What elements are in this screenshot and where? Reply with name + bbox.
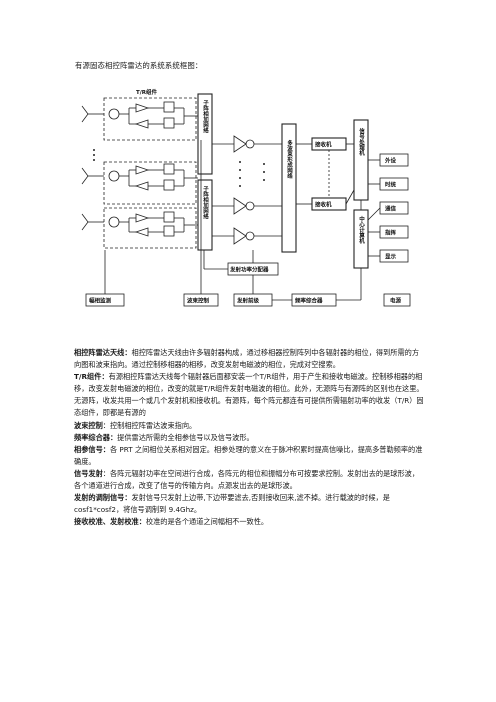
paragraph-text: 提供雷达所需的全相参信号以及信号波形。 — [117, 432, 254, 442]
paragraph: 频率综合器：提供雷达所需的全相参信号以及信号波形。 — [74, 432, 424, 444]
paragraph-text: 发射信号只发射上边带,下边带要滤去,否则接收回来,滤不掉。进行载波的时候，是 c… — [74, 493, 390, 515]
term: T/R组件： — [74, 372, 109, 382]
paragraph-text: ：控制相控阵雷达波束指向。 — [102, 420, 197, 430]
signal-processor-label: 信号处理机 — [358, 127, 366, 157]
term: 波束控制 — [74, 420, 103, 430]
term: 相控阵雷达天线： — [74, 348, 132, 357]
body-text: 相控阵雷达天线：相控阵雷达天线由许多辐射器构成，通过移相器控制阵列中各辐射器的相… — [74, 347, 424, 528]
page-title: 有源固态相控阵雷达的系统系统框图： — [75, 61, 203, 70]
freq-synth-label: 频率综合器 — [295, 297, 323, 305]
output-display-label: 显示 — [385, 253, 397, 261]
output-timing-label: 时统 — [385, 181, 397, 189]
paragraph-text: 相控阵雷达天线由许多辐射器构成，通过移相器控制阵列中各辐射器的相位，得到所需的方… — [74, 348, 420, 370]
paragraph-text: 校准的是各个通道之间幅相不一致性。 — [145, 517, 269, 527]
radar-block-diagram: T/R组件 子阵相加网络 子阵相加网络 多波束形成网络 接收机 接收机 信号处理… — [81, 88, 411, 307]
paragraph: T/R组件：有源相控阵雷达天线每个辐射器后面都安装一个T/R组件，用于产生和接收… — [74, 371, 424, 419]
central-computer-label: 中心计算机 — [358, 215, 366, 245]
term: 接收校准、发射校准： — [74, 517, 146, 527]
term: 信号发射 — [74, 468, 103, 478]
power-supply-label: 电源 — [390, 297, 402, 305]
paragraph: 发射的调制信号：发射信号只发射上边带,下边带要滤去,否则接收回来,滤不掉。进行载… — [74, 492, 424, 516]
output-comm-label: 通信 — [385, 205, 397, 213]
output-command-label: 指挥 — [385, 229, 397, 237]
subarray-bottom-label: 子阵相加网络 — [202, 186, 210, 221]
paragraph-text: ：各阵元辐射功率在空间进行合成，各阵元的相位和振幅分布可按要求控制。发射出去的是… — [74, 468, 420, 491]
term: 相参信号： — [74, 444, 110, 454]
paragraph: 波束控制：控制相控阵雷达波束指向。 — [74, 420, 424, 432]
multibeam-label: 多波束形成网络 — [286, 139, 293, 180]
tx-drive-label: 发射前级 — [236, 297, 260, 305]
amp-monitor-label: 幅相监测 — [89, 297, 112, 305]
paragraph: 相参信号：各 PRT 之间相位关系相对固定。相参处理的意义在于脉冲积累时提高信噪… — [74, 444, 424, 468]
term: 发射的调制信号： — [74, 493, 132, 503]
paragraph: 信号发射：各阵元辐射功率在空间进行合成，各阵元的相位和振幅分布可按要求控制。发射… — [74, 468, 424, 492]
output-peripheral-label: 外设 — [385, 157, 397, 165]
paragraph: 相控阵雷达天线：相控阵雷达天线由许多辐射器构成，通过移相器控制阵列中各辐射器的相… — [74, 347, 424, 371]
term: 频率综合器： — [74, 432, 118, 442]
receiver-bottom-label: 接收机 — [315, 201, 332, 209]
tr-module-label: T/R组件 — [136, 88, 157, 96]
beam-ctrl-label: 波束控制 — [187, 297, 210, 305]
subarray-top-label: 子阵相加网络 — [202, 100, 210, 135]
paragraph-text: 各 PRT 之间相位关系相对固定。相参处理的意义在于脉冲积累时提高信噪比，提高多… — [74, 444, 423, 466]
paragraph-text: 有源相控阵雷达天线每个辐射器后面都安装一个T/R组件，用于产生和接收电磁波。控制… — [74, 372, 424, 418]
paragraph: 接收校准、发射校准：校准的是各个通道之间幅相不一致性。 — [74, 516, 424, 528]
receiver-top-label: 接收机 — [315, 141, 332, 149]
tx-feed-label: 发射功率分配器 — [229, 266, 269, 274]
